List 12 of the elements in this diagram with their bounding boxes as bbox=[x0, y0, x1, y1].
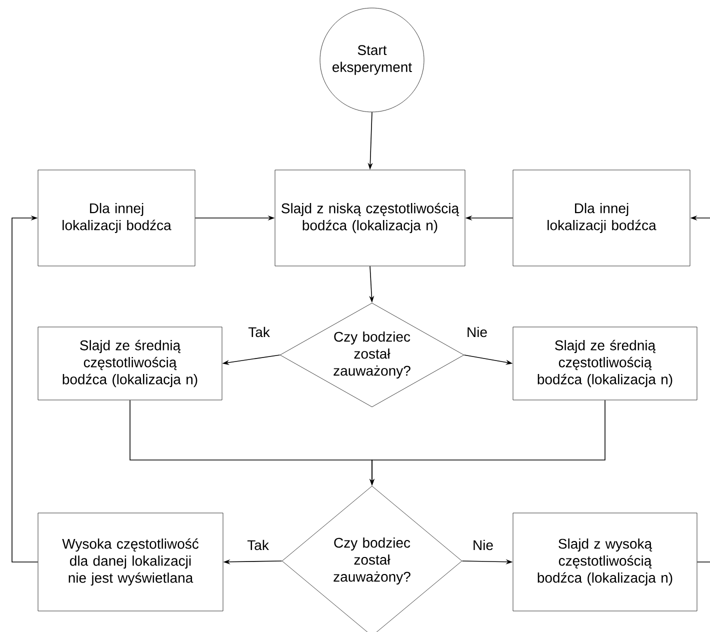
process-box: Slajd ze średnią częstotliwością bodźca (lokalizacja n) bbox=[512, 326, 698, 400]
edge-label: Nie bbox=[472, 538, 494, 552]
process-box: Slajd z wysoką częstotliwością bodźca (lokalizacja n) bbox=[512, 512, 698, 612]
process-box: Slajd z niską częstotliwością bodźca (lokalizacja n) bbox=[274, 170, 466, 266]
process-box: Dla innej lokalizacji bodźca bbox=[512, 170, 690, 266]
process-box: Dla innej lokalizacji bodźca bbox=[38, 170, 196, 266]
edge-label: Nie bbox=[466, 326, 488, 338]
arrow bbox=[12, 215, 38, 562]
process-box: Slajd ze średnią częstotliwością bodźca (lokalizacja n) bbox=[38, 326, 222, 400]
edge-label: Tak bbox=[246, 538, 270, 552]
edge-label: Tak bbox=[247, 326, 271, 338]
process-box: Wysoka częstotliwość dla danej lokalizacji nie jest wyświetlana bbox=[38, 512, 224, 612]
